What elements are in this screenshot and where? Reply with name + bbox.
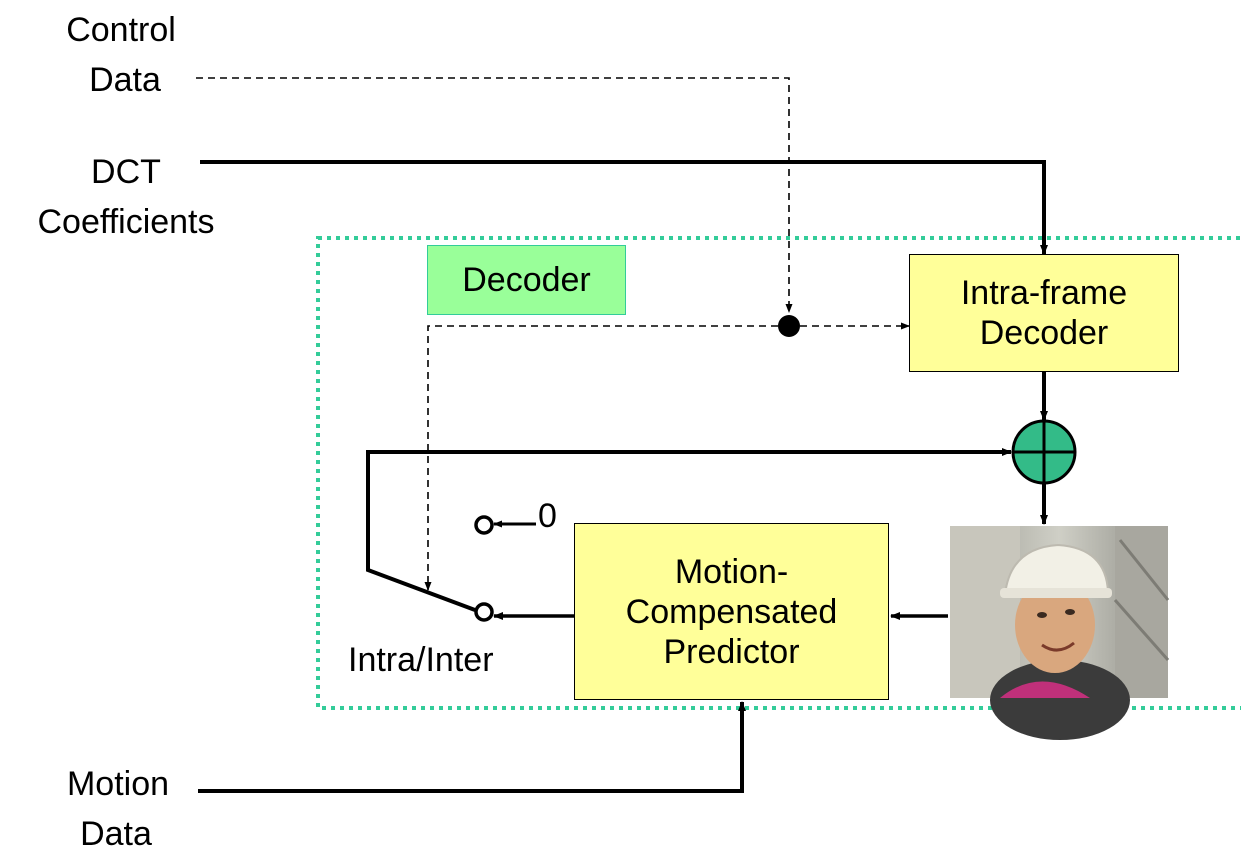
motion-data-label-line-1: Motion [66, 765, 170, 803]
predictor-line-3: Predictor [663, 632, 800, 671]
dct-label-line-2: Coefficients [37, 203, 215, 241]
decoder-region-border [316, 236, 1241, 710]
switch-zero-terminal [474, 515, 494, 535]
intra-frame-decoder-line-2: Decoder [979, 314, 1109, 352]
motion-compensated-predictor-block: Motion- Compensated Predictor [574, 523, 889, 700]
intra-frame-decoder-block: Intra-frame Decoder [909, 254, 1179, 372]
control-to-switch-line [424, 325, 778, 591]
predictor-line-2: Compensated [625, 592, 838, 631]
control-junction-dot [778, 315, 800, 337]
control-data-line [196, 77, 793, 313]
predictor-line-1: Motion- [674, 552, 789, 591]
intra-inter-label: Intra/Inter [348, 641, 494, 679]
decoder-region-label: Decoder [427, 245, 626, 315]
dct-coefficients-line [200, 160, 1048, 255]
control-data-label-line-2: Data [89, 61, 161, 99]
control-data-label-line-1: Control [66, 11, 176, 49]
decoder-region-label-text: Decoder [462, 261, 591, 299]
switch-predictor-terminal [474, 602, 494, 622]
motion-data-label-line-2: Data [80, 815, 152, 853]
intra-frame-decoder-line-1: Intra-frame [960, 274, 1128, 312]
frame-image [950, 526, 1170, 740]
switch-to-adder-line [366, 448, 1012, 612]
adder-icon [1011, 419, 1077, 485]
zero-input-label: 0 [538, 497, 557, 535]
motion-data-line [198, 701, 746, 793]
dct-label-line-1: DCT [91, 153, 161, 191]
